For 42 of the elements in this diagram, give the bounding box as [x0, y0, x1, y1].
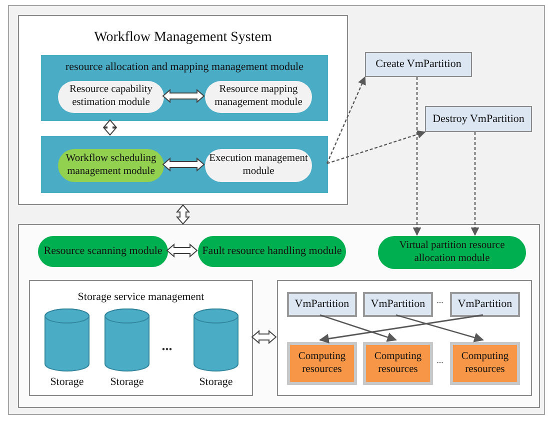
module-box: Resource capability estimation module: [58, 81, 164, 113]
module-panel: Workflow Management System resource allocation and mapping management module Resource capability estimation module Resource mapping management module Workflow scheduling management module Execution management module: [18, 15, 348, 205]
arrow: [326, 130, 426, 164]
double-arrow: [102, 119, 118, 136]
module-box: Fault resource handling module: [198, 236, 346, 267]
module-box: Computing resources: [363, 342, 433, 385]
double-arrow: [162, 157, 205, 172]
arrow: [470, 132, 480, 236]
module-panel: resource allocation and mapping management module Resource capability estimation module Resource mapping management module: [41, 55, 328, 121]
storage-caption: Storage: [109, 375, 145, 390]
module-box: Execution management module: [205, 149, 312, 182]
module-box: Computing resources: [287, 342, 357, 385]
ellipsis-label: ...: [160, 340, 174, 354]
module-box: Workflow scheduling management module: [58, 149, 164, 182]
module-box: VmPartition: [450, 292, 520, 317]
double-arrow: [162, 88, 205, 104]
container-box: [277, 280, 532, 396]
double-arrow: [166, 243, 198, 258]
double-arrow: [251, 330, 277, 344]
ellipsis-label: ...: [436, 296, 444, 305]
module-box: Resource scanning module: [38, 236, 168, 267]
double-arrow: [176, 204, 190, 225]
module-box: Virtual partition resource allocation module: [378, 236, 526, 269]
module-box: Create VmPartition: [365, 52, 472, 77]
storage-cylinder: [104, 308, 150, 372]
storage-cylinder: [193, 308, 239, 372]
storage-caption: Storage: [198, 375, 234, 390]
arrow: [412, 77, 422, 236]
arrow: [396, 314, 484, 342]
storage-caption: Storage: [49, 375, 85, 390]
module-box: Computing resources: [450, 342, 520, 385]
module-box: VmPartition: [287, 292, 357, 317]
module-box: Resource mapping management module: [205, 81, 312, 113]
module-box: VmPartition: [363, 292, 433, 317]
container-box: [18, 224, 540, 408]
storage-cylinder: [44, 308, 90, 372]
container-box: [41, 136, 328, 193]
arrow: [320, 314, 397, 342]
arrow: [326, 76, 366, 164]
ellipsis-label: ...: [436, 356, 444, 365]
arrow: [319, 314, 484, 344]
module-box: Destroy VmPartition: [425, 106, 532, 132]
